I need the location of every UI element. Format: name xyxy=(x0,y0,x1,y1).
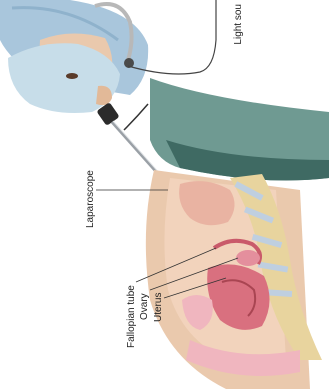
laparoscope-light-cable xyxy=(124,104,148,130)
ovary-shape xyxy=(236,250,260,266)
uterus-label: Uterus xyxy=(153,293,164,322)
ovary-label: Ovary xyxy=(139,293,150,320)
laparoscope-label: Laparoscope xyxy=(85,170,96,228)
surgeon-eye xyxy=(66,73,78,79)
patient-section xyxy=(146,170,322,389)
surgeon xyxy=(0,0,148,113)
fallopian-tube-label: Fallopian tube xyxy=(126,285,137,348)
light-source-label: Light sou xyxy=(233,4,244,45)
